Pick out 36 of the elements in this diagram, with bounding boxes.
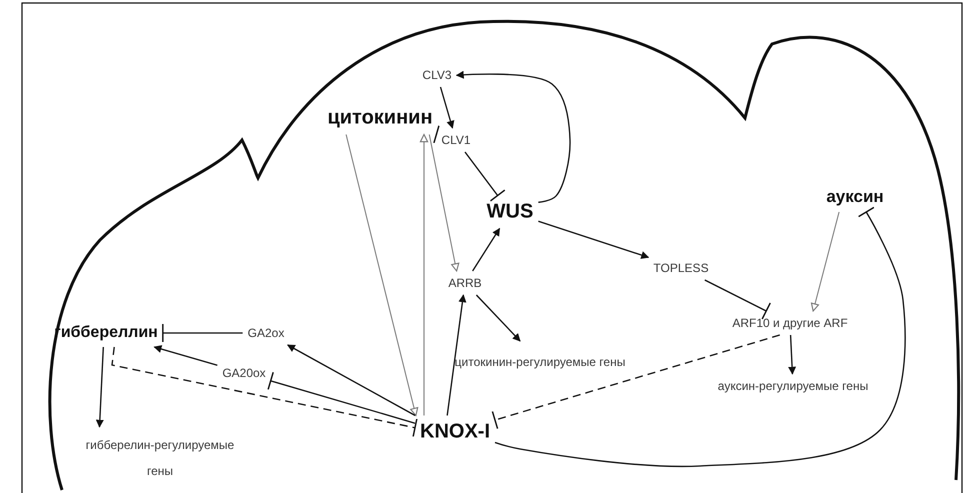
inhibition-line — [464, 152, 506, 202]
arrow — [472, 228, 500, 272]
molecule-label: ауксин — [826, 187, 884, 207]
arrow — [440, 86, 454, 129]
arrow — [428, 134, 460, 272]
inhibition-line — [494, 206, 906, 468]
molecule-label: KNOX-I — [420, 420, 490, 444]
arrow — [154, 345, 218, 366]
inhibition-line — [267, 371, 416, 424]
arrow — [788, 334, 796, 375]
arrow — [810, 212, 840, 312]
gene-label: гибберелин-регулируемые гены — [84, 437, 236, 480]
arrow — [476, 294, 521, 342]
gene-label: GA2ox — [248, 326, 284, 340]
gene-label: TOPLESS — [653, 261, 709, 275]
inhibition-line — [492, 334, 780, 430]
arrow — [446, 294, 466, 416]
arrow — [96, 346, 104, 428]
gene-label: ауксин-регулируемые гены — [718, 379, 868, 393]
arrow — [287, 344, 416, 416]
gene-label: ARF10 и другие ARF — [732, 316, 848, 330]
inhibition-line — [433, 124, 440, 144]
inhibition-line — [162, 323, 243, 343]
molecule-label: WUS — [486, 200, 534, 224]
gene-label: CLV1 — [441, 133, 471, 147]
inhibition-line — [111, 346, 418, 438]
gene-label: CLV3 — [422, 68, 452, 82]
inhibition-line — [704, 279, 771, 320]
arrow — [538, 220, 650, 259]
gene-label: GA20ox — [222, 366, 266, 380]
gene-label: ARRB — [448, 276, 482, 290]
molecule-label: цитокинин — [327, 106, 433, 130]
arrow — [420, 134, 428, 416]
gene-label: цитокинин-регулируемые гены — [454, 354, 626, 371]
arrow — [346, 134, 418, 416]
arrow — [456, 70, 571, 203]
